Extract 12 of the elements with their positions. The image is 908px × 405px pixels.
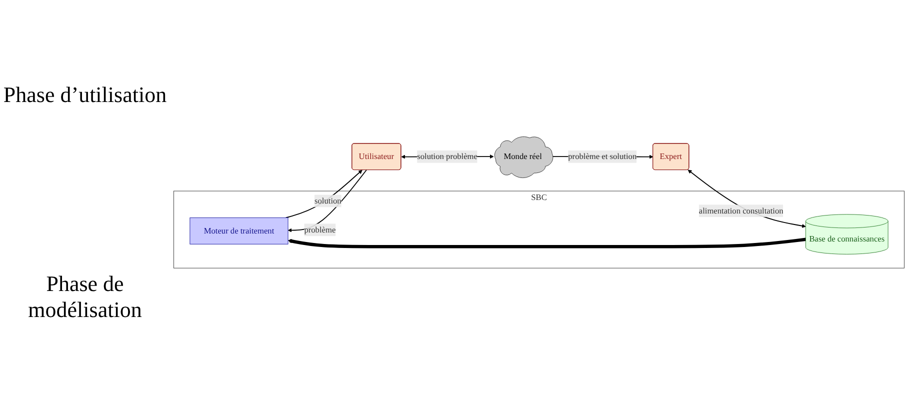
edge-label: solution problème [417, 152, 478, 162]
phase-label: Phase de modélisation [27, 271, 143, 324]
edge-label: solution [314, 196, 342, 206]
arrow [288, 170, 367, 232]
phase-label: Phase d’utilisation [3, 82, 167, 108]
node-box: Moteur de traitement [190, 218, 288, 244]
arrow [688, 170, 806, 228]
edge-label: alimentation consultation [698, 206, 784, 216]
arrow [288, 238, 806, 248]
edge-label: problème [304, 225, 336, 234]
edge-label: problème et solution [568, 152, 637, 162]
arrow [285, 170, 362, 218]
